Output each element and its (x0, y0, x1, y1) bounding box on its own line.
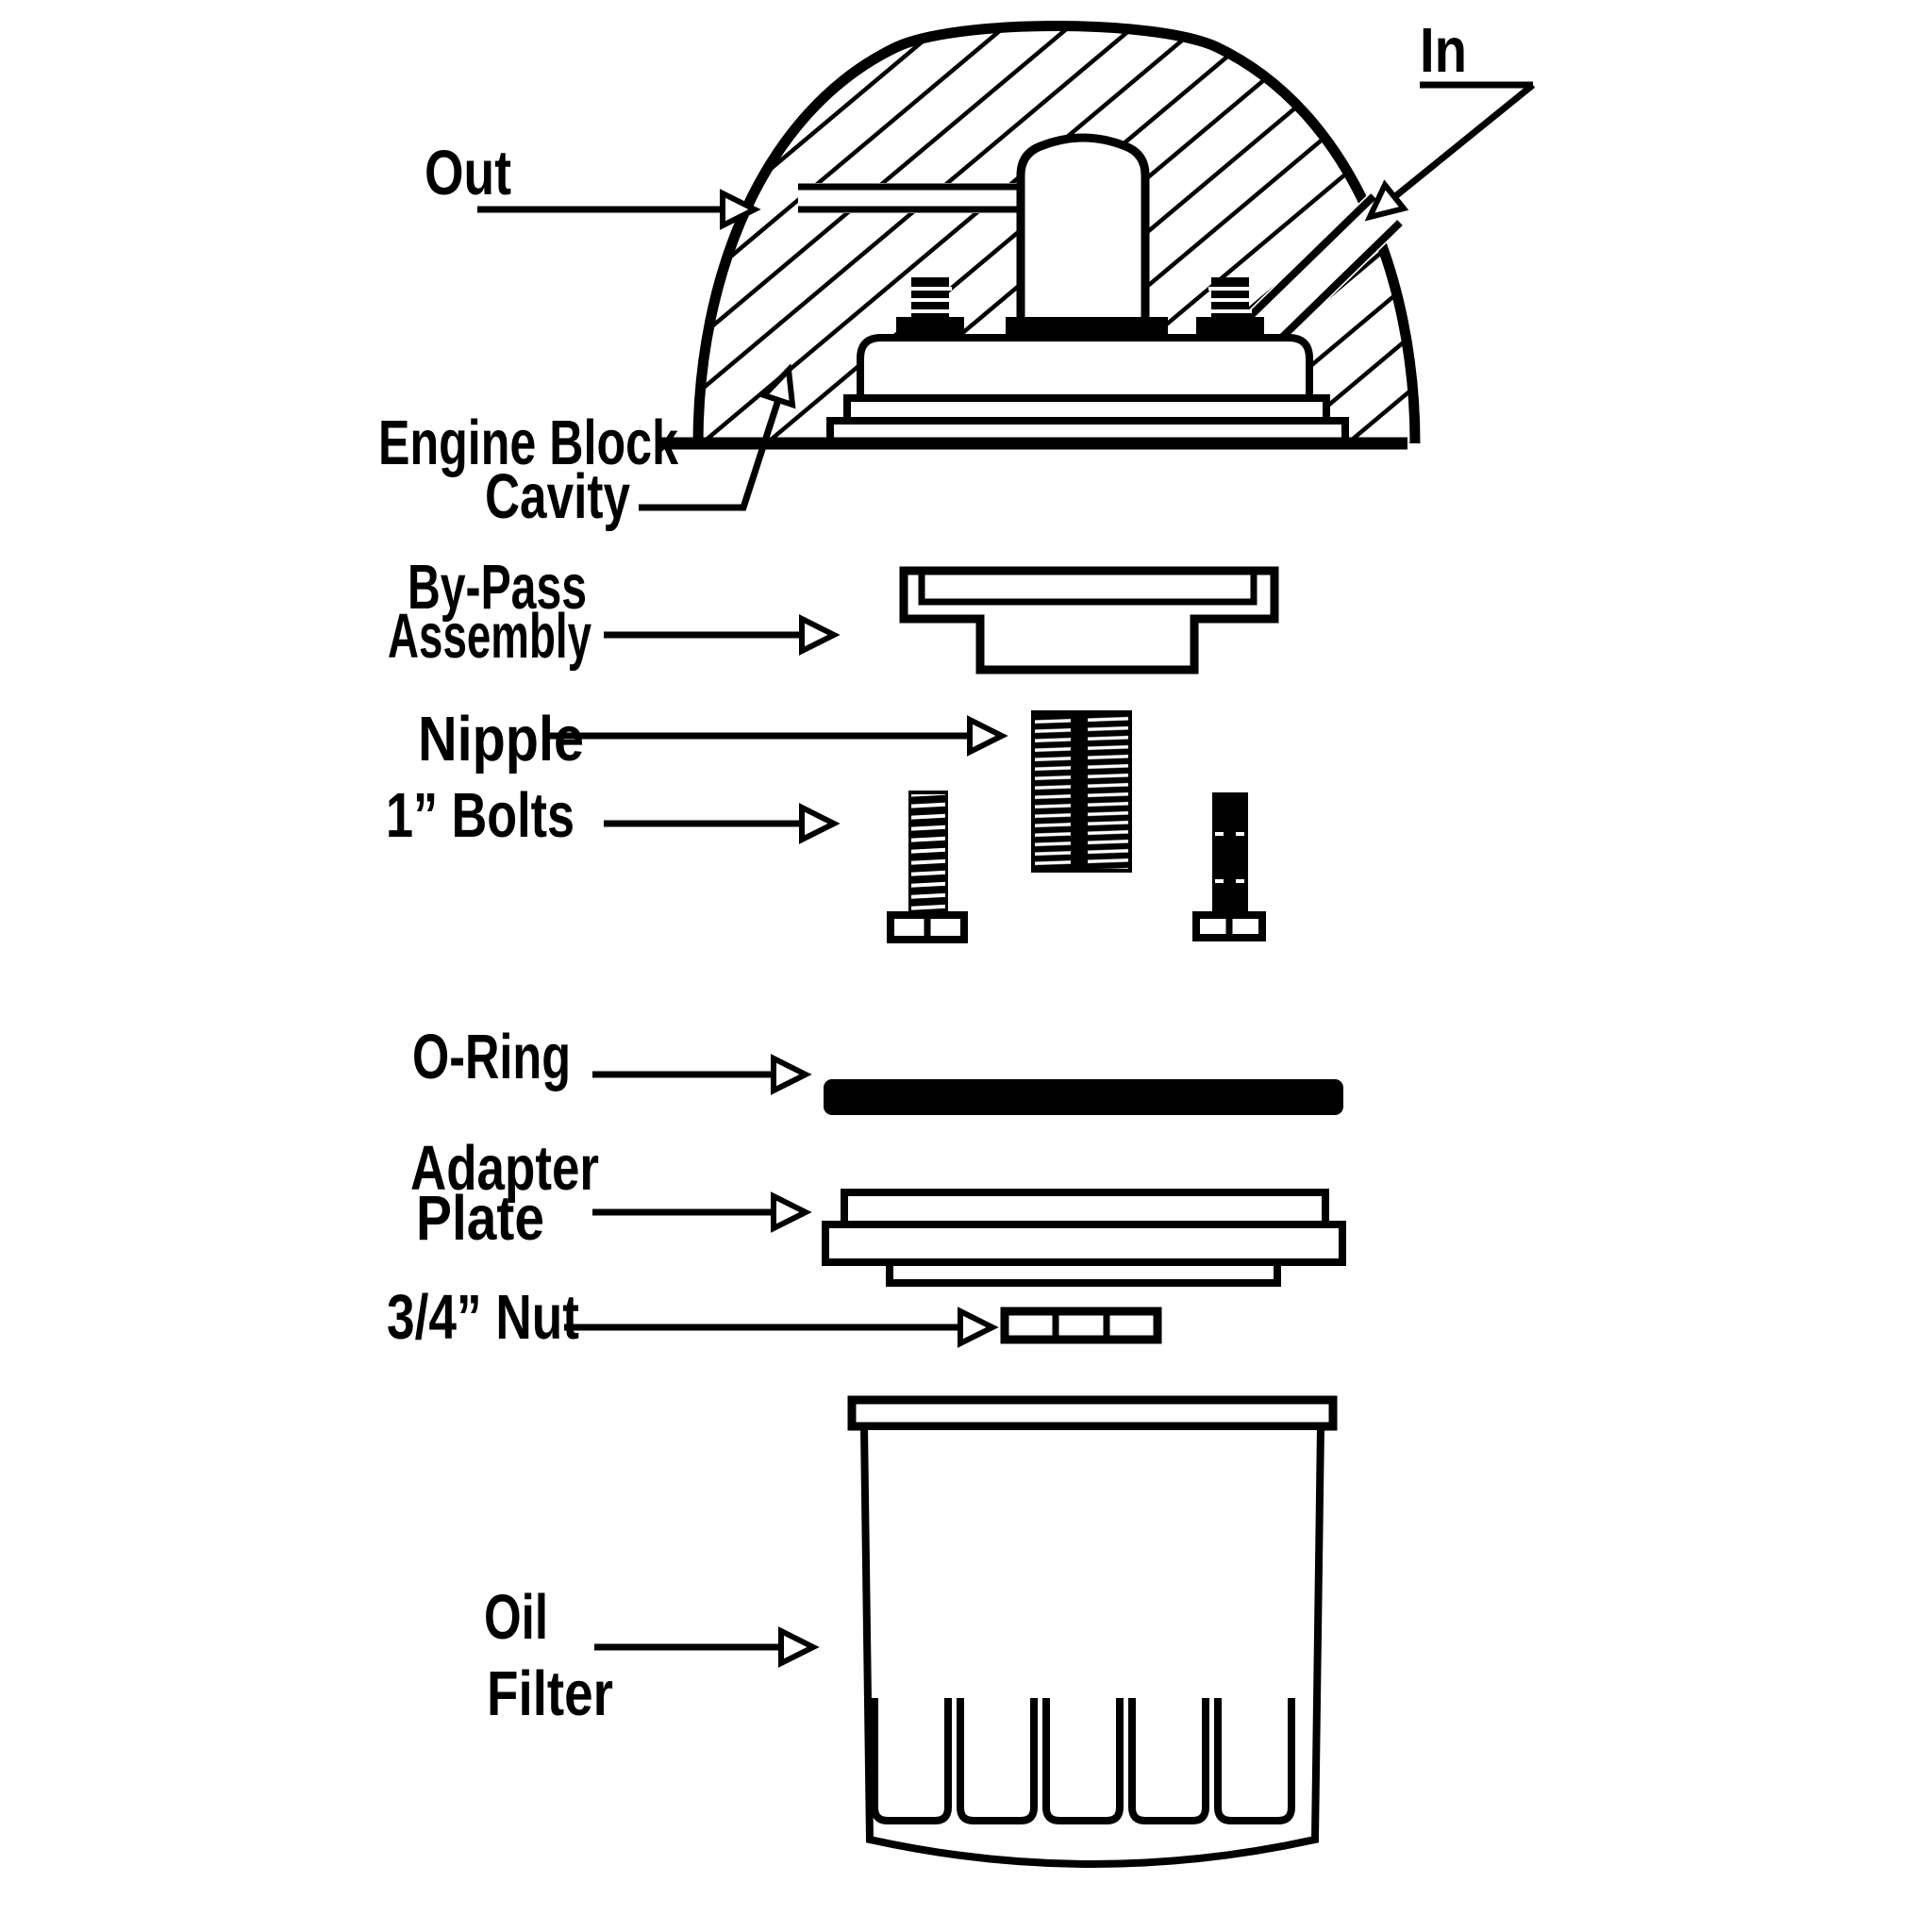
label-nut: 3/4” Nut (387, 1282, 579, 1353)
oring-arrowhead-icon (771, 1054, 812, 1095)
in-leader-line (1391, 82, 1536, 200)
flute (1042, 1698, 1124, 1824)
label-oil-line1: Oil (484, 1582, 548, 1653)
out-arrowhead-icon (720, 189, 761, 230)
left-stud-seat (896, 317, 964, 338)
cavity-arrowhead-icon (758, 363, 796, 409)
oil-filter-base-plate (847, 1395, 1338, 1431)
nipple-collar (1006, 317, 1168, 338)
flute (957, 1698, 1038, 1824)
installed-nipple-boss (1016, 133, 1150, 336)
adapter-plate-part (822, 1189, 1346, 1287)
label-in: In (1420, 15, 1467, 86)
label-adapter-line1: Adapter (410, 1133, 599, 1204)
label-cavity: Cavity (485, 461, 630, 532)
flute (871, 1698, 952, 1824)
nut-part (1000, 1307, 1162, 1344)
oil-filter-arrowhead-icon (778, 1626, 820, 1668)
right-mounting-stud (1208, 277, 1252, 319)
bypass-assembly-part (899, 566, 1279, 675)
nut-arrowhead-icon (958, 1307, 999, 1348)
nut-body (1000, 1307, 1162, 1344)
in-passage-bore (1232, 192, 1404, 360)
bypass-assembly-outline (899, 566, 1279, 675)
in-passage-upper-wall (1233, 193, 1376, 333)
label-nipple: Nipple (418, 704, 584, 774)
bypass-arrowhead-icon (799, 614, 841, 656)
engine-block-cavity-shape (857, 334, 1313, 398)
label-bypass-line1: By-Pass (408, 552, 587, 623)
bolt-right-shaft (1212, 792, 1248, 915)
bolt-right (1192, 792, 1266, 941)
label-adapter-line2: Plate (416, 1183, 544, 1254)
adapter-plate-main (822, 1221, 1346, 1266)
nipple-thread-crest (1071, 712, 1088, 871)
adapter-arrowhead-icon (771, 1191, 812, 1233)
label-oring: O-Ring (412, 1022, 571, 1092)
cavity-leader-line (639, 398, 782, 511)
bolts-arrowhead-icon (799, 803, 841, 844)
leaders (477, 81, 1536, 1668)
labels: Out In Engine Block Cavity By-Pass Assem… (378, 15, 1467, 1729)
engine-block-section (660, 21, 1421, 450)
bypass-assembly-recess (918, 571, 1257, 606)
bolt-left-threads (911, 794, 945, 911)
out-oil-passage (798, 183, 1021, 213)
oil-filter-canister (859, 1423, 1325, 1868)
bolt-left (887, 791, 968, 943)
in-arrowhead-icon (1364, 179, 1409, 222)
label-oil-line2: Filter (487, 1658, 613, 1729)
adapter-plate-top (841, 1189, 1329, 1228)
oil-filter-part (847, 1395, 1338, 1868)
label-engine-block: Engine Block (378, 408, 679, 478)
flute (1214, 1698, 1295, 1824)
nipple-part (1031, 710, 1132, 873)
right-stud-seat (1196, 317, 1264, 338)
label-bypass-line2: Assembly (388, 601, 591, 672)
oil-filter-flutes (871, 1698, 1295, 1824)
left-mounting-stud (908, 277, 952, 319)
label-out: Out (425, 138, 511, 208)
flute (1128, 1698, 1209, 1824)
label-bolts: 1” Bolts (386, 780, 575, 851)
nipple-arrowhead-icon (967, 715, 1008, 757)
o-ring-part (824, 1079, 1343, 1115)
